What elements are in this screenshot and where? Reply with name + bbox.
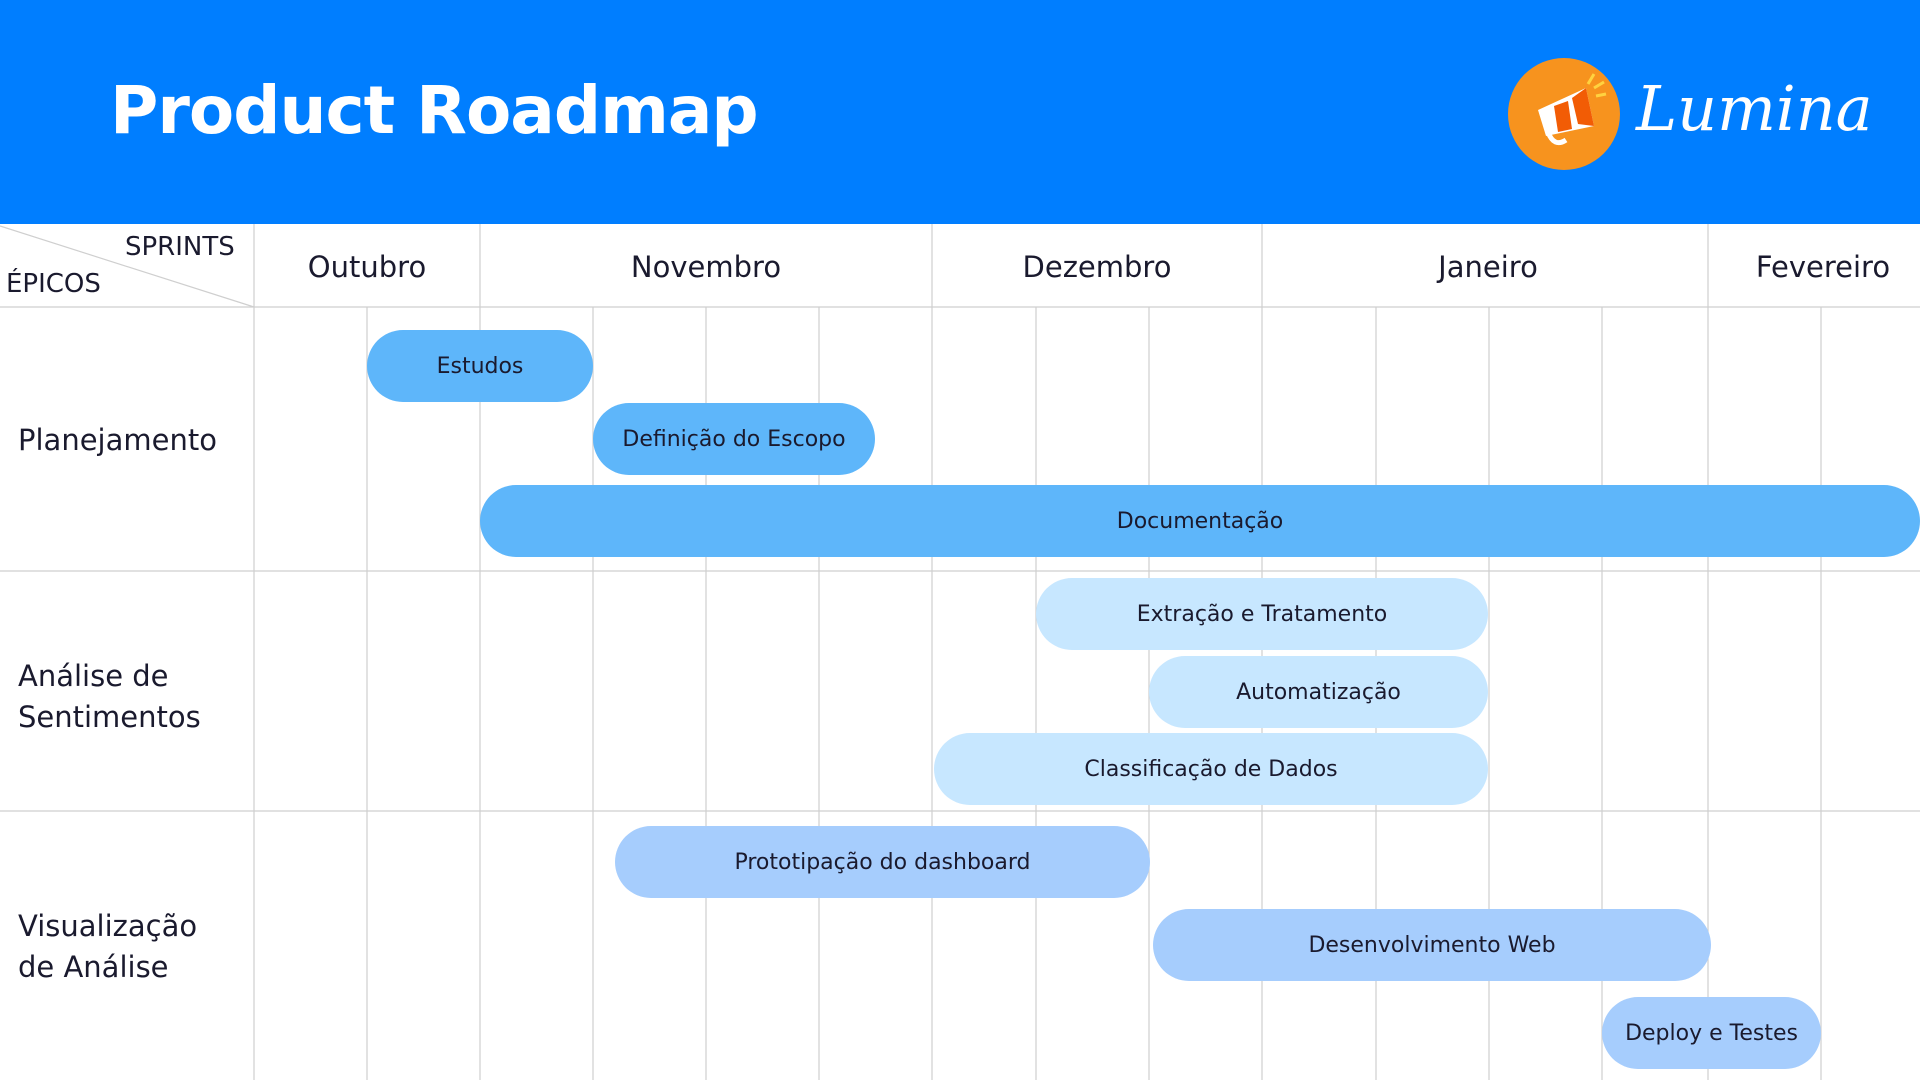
task-bar: Documentação <box>480 485 1920 557</box>
task-bar: Desenvolvimento Web <box>1153 909 1711 981</box>
megaphone-icon <box>1508 58 1620 170</box>
header-banner: Product Roadmap Lumina <box>0 0 1920 224</box>
month-header: Janeiro <box>1438 250 1538 284</box>
task-bar: Definição do Escopo <box>593 403 875 475</box>
task-bar: Prototipação do dashboard <box>615 826 1150 898</box>
task-bar: Deploy e Testes <box>1602 997 1821 1069</box>
epicos-label: ÉPICOS <box>6 269 101 299</box>
month-header: Fevereiro <box>1755 250 1891 284</box>
page-title: Product Roadmap <box>110 72 759 149</box>
roadmap-board: SPRINTS ÉPICOS Outubro Novembro Dezembro… <box>0 224 1920 1080</box>
task-bar: Automatização <box>1149 656 1488 728</box>
epic-label: Planejamento <box>18 423 217 457</box>
epic-label: Visualização de Análise <box>18 909 198 984</box>
brand-name: Lumina <box>1636 72 1873 145</box>
task-bar: Estudos <box>367 330 593 402</box>
month-header: Novembro <box>630 250 782 284</box>
task-bar: Extração e Tratamento <box>1036 578 1488 650</box>
epic-label: Análise de Sentimentos <box>18 659 201 734</box>
sprints-label: SPRINTS <box>125 232 235 262</box>
month-header: Outubro <box>307 250 427 284</box>
task-bar: Classificação de Dados <box>934 733 1488 805</box>
month-header: Dezembro <box>1022 250 1172 284</box>
